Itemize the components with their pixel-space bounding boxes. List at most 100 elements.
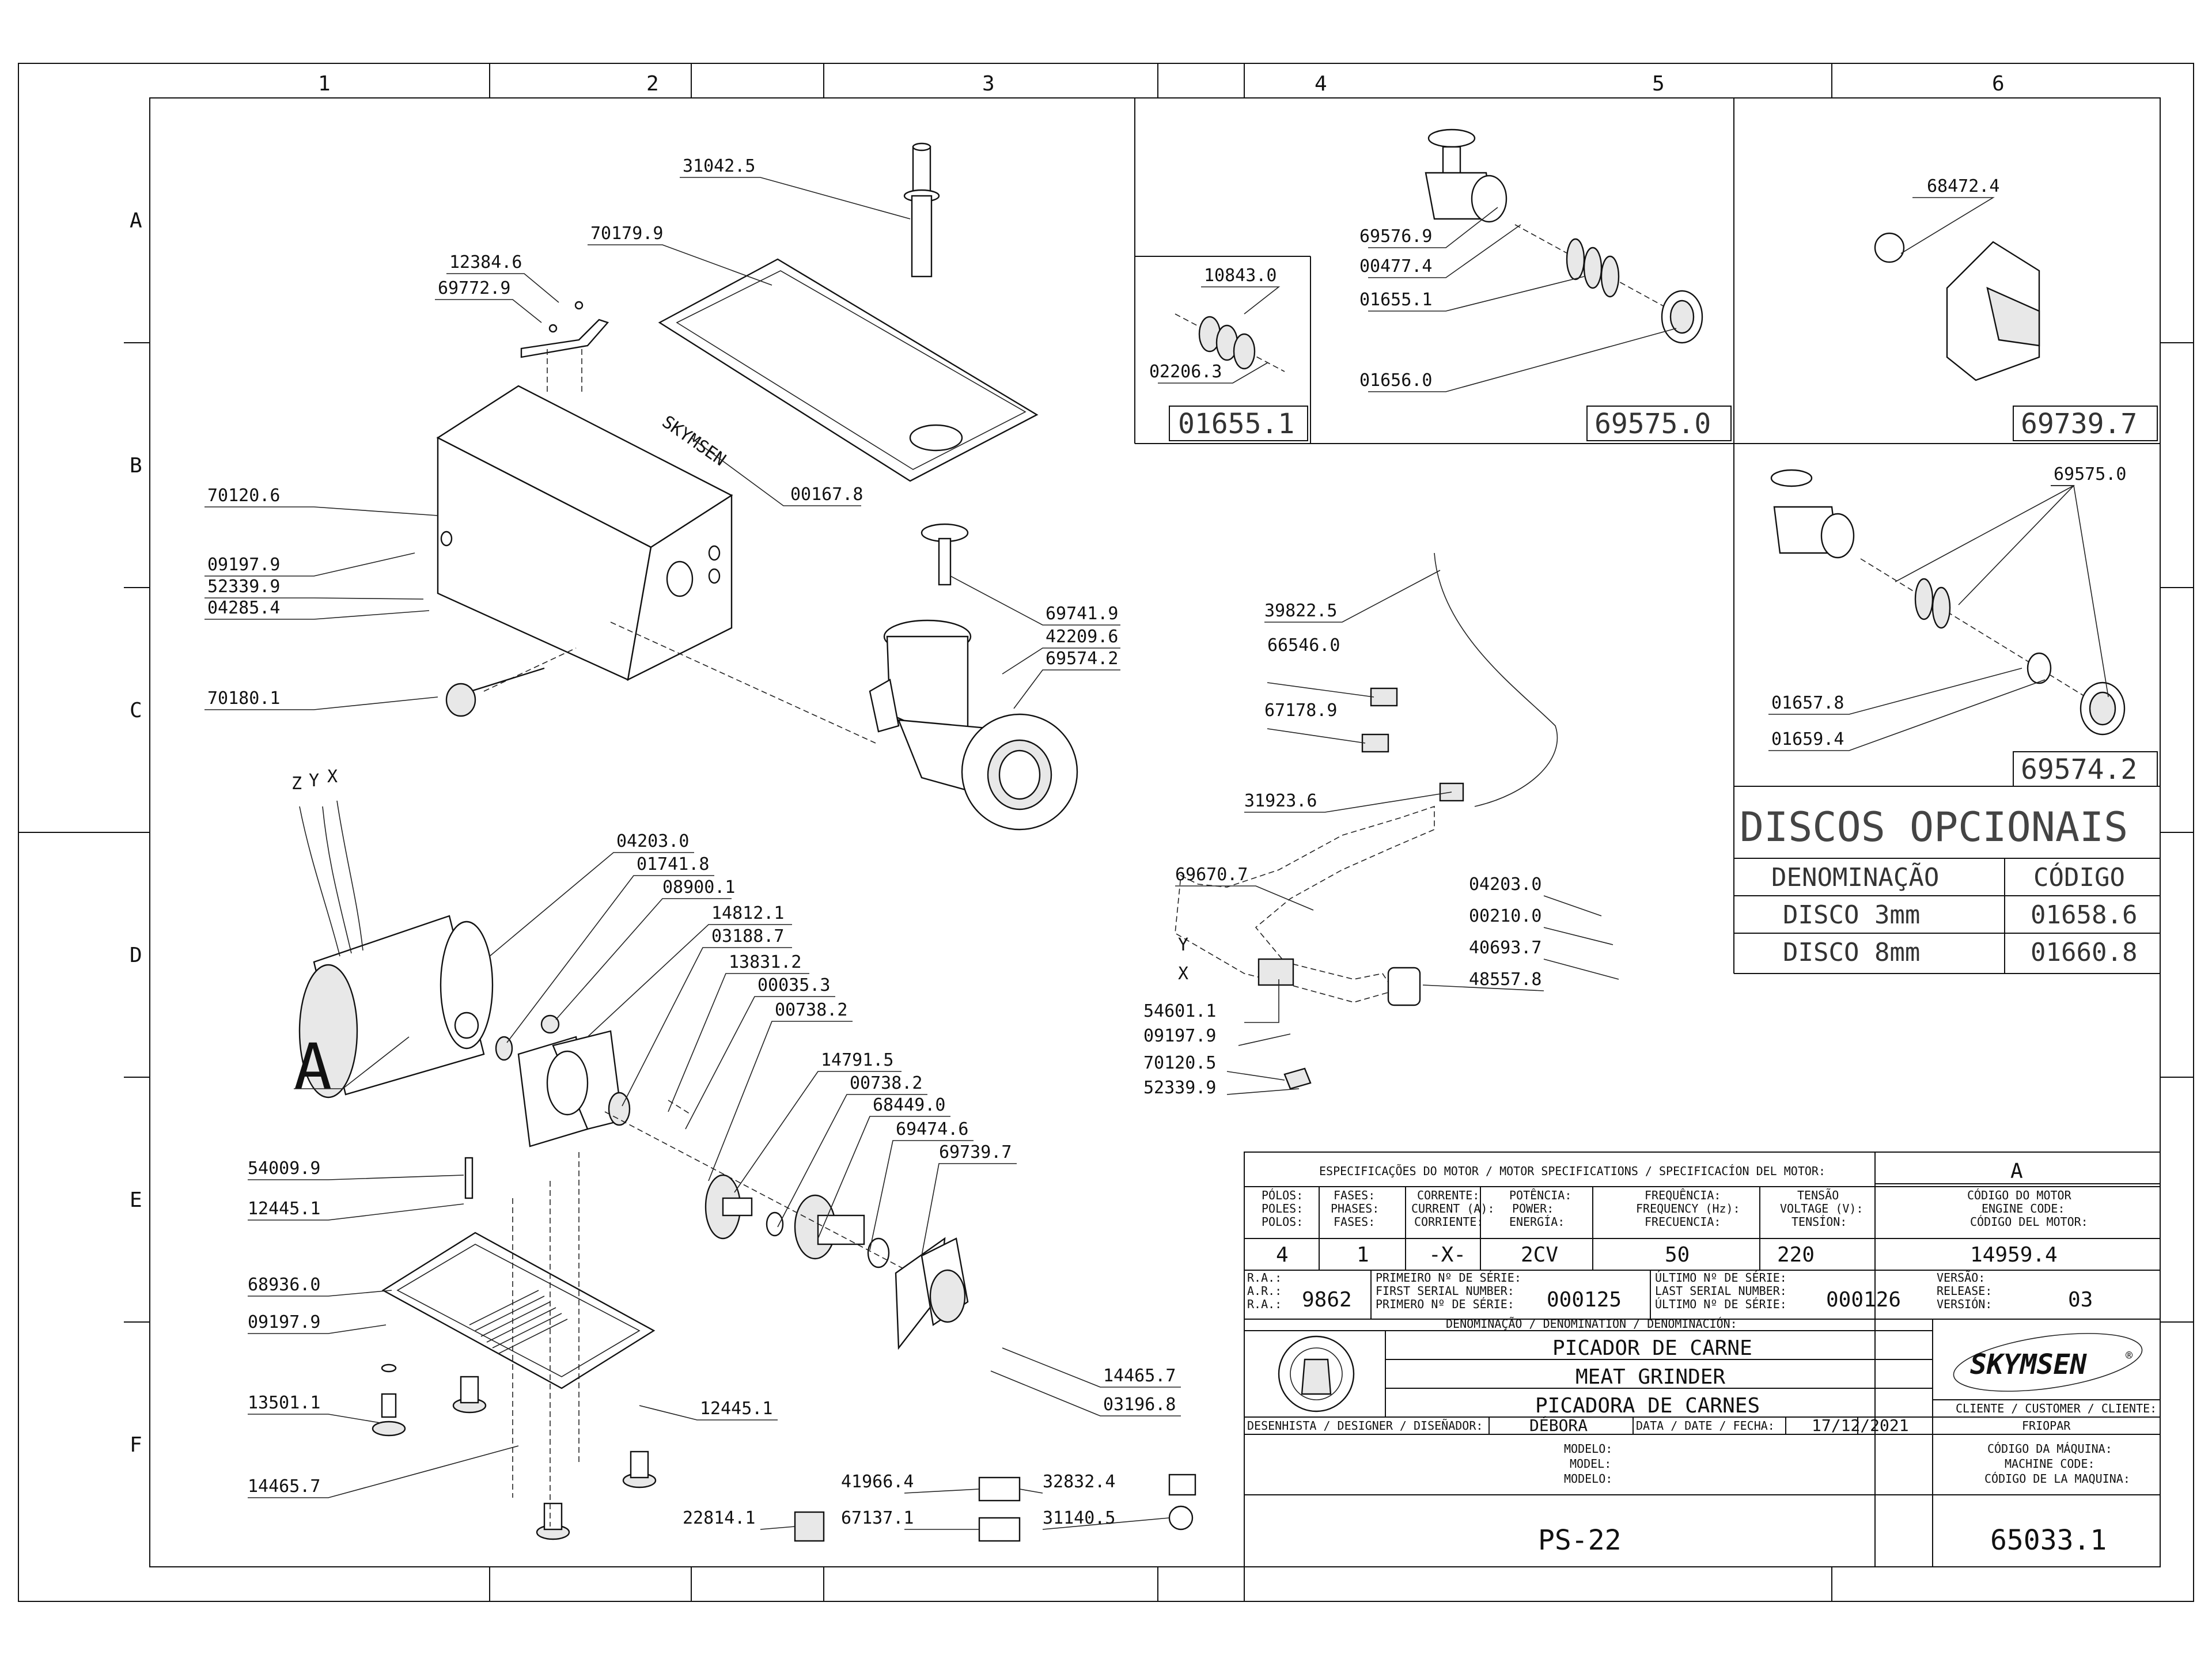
callout: 04285.4: [207, 598, 280, 618]
discos-row-code: 01660.8: [2031, 938, 2137, 967]
h-ra: R.A.:: [1247, 1297, 1282, 1311]
front-cover: [895, 1237, 969, 1350]
callout: 01741.8: [637, 854, 709, 874]
motor: [298, 800, 494, 1099]
detail-box-69574-2: 69574.2: [2021, 753, 2137, 786]
v-first-serial: 000125: [1547, 1288, 1622, 1312]
v-versao: 03: [2068, 1288, 2093, 1312]
callout: 03196.8: [1103, 1395, 1176, 1415]
discos-title: DISCOS OPCIONAIS: [1740, 804, 2128, 851]
h-fases: FASES:: [1334, 1188, 1375, 1202]
h-frequencia: FREQUÊNCIA:: [1645, 1188, 1721, 1202]
machine-code-value: 65033.1: [1990, 1524, 2107, 1556]
callout: 40693.7: [1469, 938, 1541, 958]
callout: 68449.0: [873, 1095, 945, 1115]
h-first-serial: PRIMERO Nº DE SÉRIE:: [1376, 1297, 1514, 1311]
wire-y2: Y: [1178, 935, 1188, 955]
h-model: MODEL:: [1570, 1457, 1611, 1471]
callout: 69574.2: [1046, 649, 1118, 669]
callout: 69576.9: [1359, 226, 1432, 247]
v-date: 17/12/2021: [1812, 1416, 1909, 1435]
h-machine-code: CÓDIGO DA MÁQUINA:: [1987, 1442, 2112, 1456]
callout: 69772.9: [438, 278, 510, 298]
callout: 69575.0: [2054, 464, 2126, 484]
drawing-frame: [18, 63, 2194, 1602]
discos-row-code: 01658.6: [2031, 900, 2137, 930]
h-fases: PHASES:: [1331, 1202, 1379, 1215]
h-model: MODELO:: [1564, 1442, 1612, 1456]
discos-col-name: DENOMINAÇÃO: [1771, 862, 1939, 892]
connector-66546: [1370, 687, 1398, 707]
callout: 14812.1: [711, 903, 784, 923]
denomination-header: DENOMINAÇÃO / DENOMINATION / DENOMINACIÓ…: [1446, 1317, 1737, 1331]
v-frequencia: 50: [1665, 1243, 1690, 1267]
callout: 10843.0: [1204, 266, 1277, 286]
callout: 12384.6: [449, 252, 522, 272]
v-polos: 4: [1276, 1243, 1289, 1267]
callout: 41966.4: [841, 1472, 914, 1492]
h-ra: R.A.:: [1247, 1271, 1282, 1285]
grid-row-c: C: [130, 699, 142, 722]
grid-row-a: A: [130, 209, 142, 233]
callout: 68936.0: [248, 1275, 320, 1295]
h-last-serial: ÚLTIMO Nº DE SÉRIE:: [1655, 1271, 1787, 1285]
callout: 39822.5: [1264, 601, 1337, 621]
callout: 13501.1: [248, 1393, 320, 1413]
v-tensao: 220: [1777, 1243, 1815, 1267]
h-versao: RELEASE:: [1937, 1284, 1992, 1298]
callout: 04203.0: [1469, 874, 1541, 895]
h-first-serial: PRIMEIRO Nº DE SÉRIE:: [1376, 1271, 1521, 1285]
h-last-serial: ÚLTIMO Nº DE SÉRIE:: [1655, 1297, 1787, 1311]
h-fases: FASES:: [1334, 1215, 1375, 1229]
callout: 03188.7: [711, 926, 784, 946]
callout: 69741.9: [1046, 604, 1118, 624]
callout: 09197.9: [1143, 1026, 1216, 1046]
callout: 70120.5: [1143, 1053, 1216, 1073]
grid-col-2: 2: [646, 72, 659, 96]
h-date: DATA / DATE / FECHA:: [1636, 1419, 1775, 1433]
skymsen-logo: SKYMSEN ®: [1953, 1333, 2143, 1392]
callout: 00477.4: [1359, 256, 1432, 276]
grinder-head: [869, 523, 1078, 831]
v-corrente: -X-: [1429, 1243, 1466, 1267]
cable-harness: [1175, 805, 1435, 1003]
wire-x2: X: [1178, 964, 1188, 984]
v-ra: 9862: [1302, 1288, 1352, 1312]
callout: 04203.0: [616, 831, 689, 851]
callout: 68472.4: [1927, 176, 1999, 196]
discos-table: DISCOS OPCIONAIS DENOMINAÇÃO CÓDIGO DISC…: [1734, 786, 2160, 974]
h-frequencia: FRECUENCIA:: [1645, 1215, 1721, 1229]
discos-col-code: CÓDIGO: [2033, 862, 2125, 892]
motor-view-letter: A: [294, 1030, 332, 1104]
machine-name-es: PICADORA DE CARNES: [1535, 1394, 1760, 1418]
worm-screw-small: [1175, 313, 1285, 372]
model-value: PS-22: [1538, 1524, 1622, 1556]
callout: 09197.9: [207, 555, 280, 575]
callout: 67137.1: [841, 1508, 914, 1528]
callout: 01659.4: [1771, 729, 1844, 749]
callout: 54601.1: [1143, 1001, 1216, 1021]
callout: 31923.6: [1244, 791, 1317, 811]
grid-row-b: B: [130, 454, 142, 478]
discos-row-name: DISCO 8mm: [1783, 938, 1920, 967]
h-corrente: CORRENTE:: [1417, 1188, 1479, 1202]
machine-name-pt: PICADOR DE CARNE: [1552, 1336, 1752, 1360]
h-polos: POLES:: [1262, 1202, 1303, 1215]
title-block: [1244, 1152, 2161, 1567]
callout: 01657.8: [1771, 693, 1844, 713]
cover-detail: [1874, 232, 2040, 381]
h-codigo-motor: CÓDIGO DEL MOTOR:: [1970, 1215, 2088, 1229]
callout: 48557.8: [1469, 969, 1541, 990]
h-corrente: CURRENT (A):: [1411, 1202, 1495, 1215]
detail-frames: [1134, 98, 2160, 974]
callout: 01655.1: [1359, 290, 1432, 310]
v-potencia: 2CV: [1521, 1243, 1558, 1267]
callout: 52339.9: [1143, 1078, 1216, 1098]
discos-row-name: DISCO 3mm: [1783, 900, 1920, 930]
callout: 22814.1: [683, 1508, 755, 1528]
h-machine-code: CÓDIGO DE LA MAQUINA:: [1984, 1472, 2130, 1486]
grid-row-e: E: [130, 1188, 142, 1212]
h-potencia: ENERGÍA:: [1509, 1215, 1565, 1229]
grid-col-6: 6: [1992, 72, 2005, 96]
